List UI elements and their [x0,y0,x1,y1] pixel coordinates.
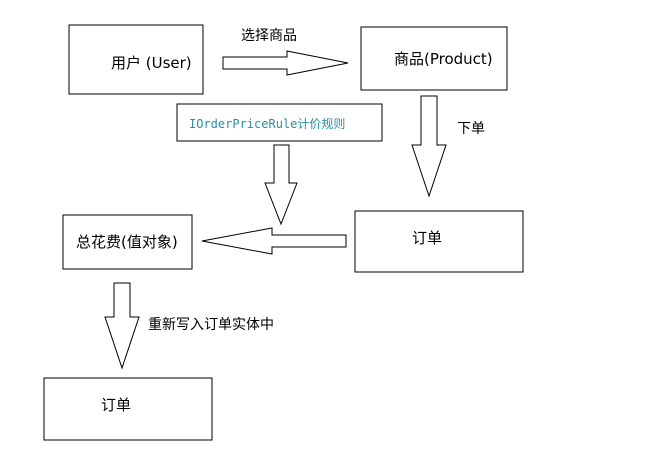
node-order-1-label: 订单 [412,229,442,247]
node-order-2-label: 订单 [101,396,131,414]
node-product-label: 商品(Product) [394,50,493,68]
arrow-product-to-order [411,95,447,198]
edge-label-place-order: 下单 [457,121,485,137]
pricing-rule-box: IOrderPriceRule计价规则 [176,103,383,142]
node-order-2: 订单 [43,377,213,441]
node-total-fee-label: 总花费(值对象) [76,233,178,251]
node-product: 商品(Product) [360,26,508,91]
arrow-rule-to-total-fee [264,144,298,226]
pricing-rule-label: IOrderPriceRule计价规则 [189,116,345,131]
node-total-fee: 总花费(值对象) [62,214,193,270]
node-user: 用户 (User) [68,24,204,95]
arrow-order-to-total-fee [201,227,347,255]
arrow-user-to-product [222,50,349,76]
edge-label-write-back: 重新写入订单实体中 [148,317,274,333]
node-order-1: 订单 [354,210,524,273]
arrow-total-fee-to-order-2 [104,282,140,370]
node-user-label: 用户 (User) [111,54,192,72]
edge-label-select-product: 选择商品 [241,28,297,44]
